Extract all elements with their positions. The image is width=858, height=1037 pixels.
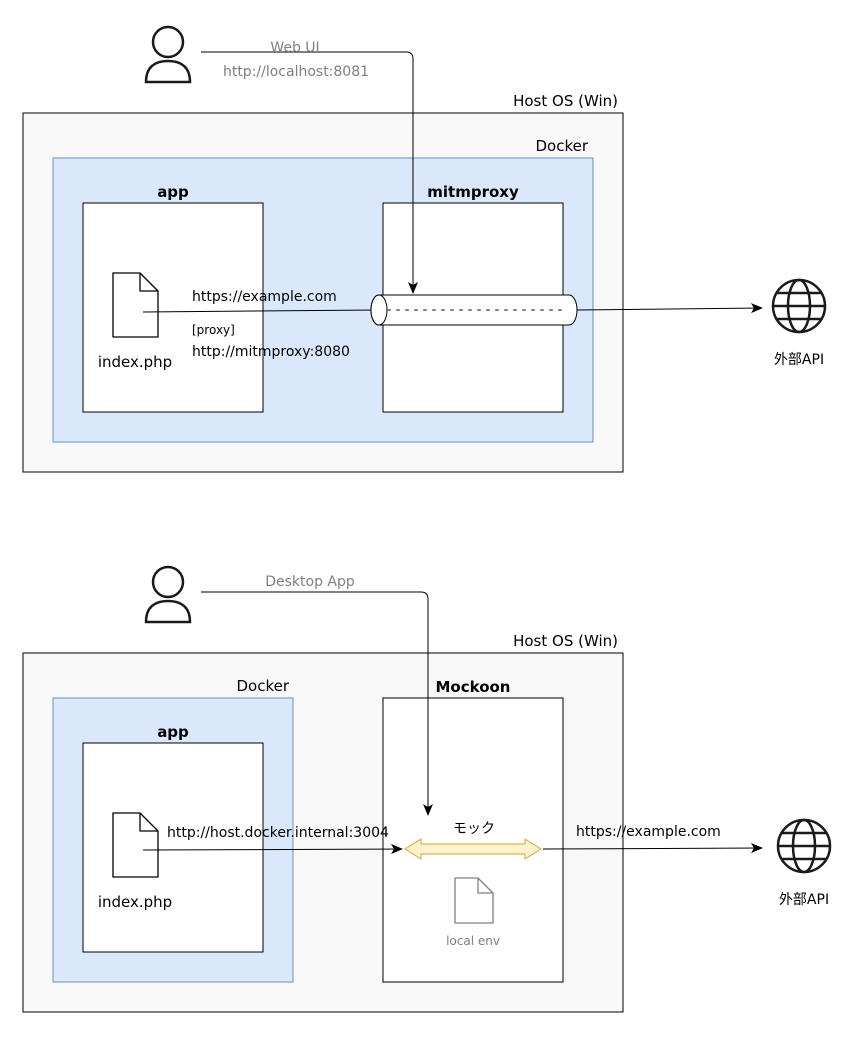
bottom-request-line xyxy=(142,844,403,855)
top-globe-icon xyxy=(771,278,827,334)
bottom-external-api-label: 外部API xyxy=(779,892,829,908)
top-app-container xyxy=(82,202,264,413)
top-app-label: app xyxy=(157,183,189,201)
bottom-mock-tag: モック xyxy=(453,821,495,837)
bottom-user-connector xyxy=(201,591,433,816)
bottom-app-container xyxy=(82,742,264,953)
bottom-globe-icon xyxy=(776,818,832,874)
top-proxy-tunnel xyxy=(370,294,578,326)
bottom-user-label: Desktop App xyxy=(265,574,355,590)
top-user-label: Web UI xyxy=(270,40,319,56)
bottom-outbound-arrow xyxy=(542,843,763,854)
bottom-file-label: index.php xyxy=(98,893,172,911)
top-user-icon xyxy=(144,25,192,84)
bottom-request-url: http://host.docker.internal:3004 xyxy=(167,825,389,841)
bottom-host-os-label: Host OS (Win) xyxy=(513,632,618,650)
top-file-icon xyxy=(112,272,159,338)
bottom-diagram: Host OS (Win) Docker app Mockoon index.p… xyxy=(22,565,832,1013)
bottom-mockoon-container xyxy=(382,697,564,983)
top-host-os-label: Host OS (Win) xyxy=(513,92,618,110)
top-file-label: index.php xyxy=(98,353,172,371)
bottom-env-file-icon xyxy=(454,877,494,924)
top-diagram: Host OS (Win) Docker app mitmproxy index… xyxy=(22,25,827,473)
top-request-url: https://example.com xyxy=(192,289,337,305)
top-user-url: http://localhost:8081 xyxy=(223,64,369,80)
top-user-connector xyxy=(201,51,418,294)
top-docker-label: Docker xyxy=(535,137,588,155)
bottom-mock-double-arrow xyxy=(404,838,542,860)
top-mitmproxy-label: mitmproxy xyxy=(427,183,519,201)
top-request-line xyxy=(142,309,379,313)
bottom-env-label: local env xyxy=(446,934,500,948)
bottom-user-icon xyxy=(144,565,192,624)
bottom-mockoon-label: Mockoon xyxy=(436,678,511,696)
bottom-file-icon xyxy=(112,812,159,878)
top-outbound-arrow xyxy=(576,303,763,314)
top-proxy-url: http://mitmproxy:8080 xyxy=(192,344,350,360)
top-external-api-label: 外部API xyxy=(774,352,824,368)
bottom-outbound-url: https://example.com xyxy=(576,824,721,840)
bottom-docker-label: Docker xyxy=(236,677,289,695)
top-proxy-tag: [proxy] xyxy=(192,323,235,337)
bottom-app-label: app xyxy=(157,723,189,741)
